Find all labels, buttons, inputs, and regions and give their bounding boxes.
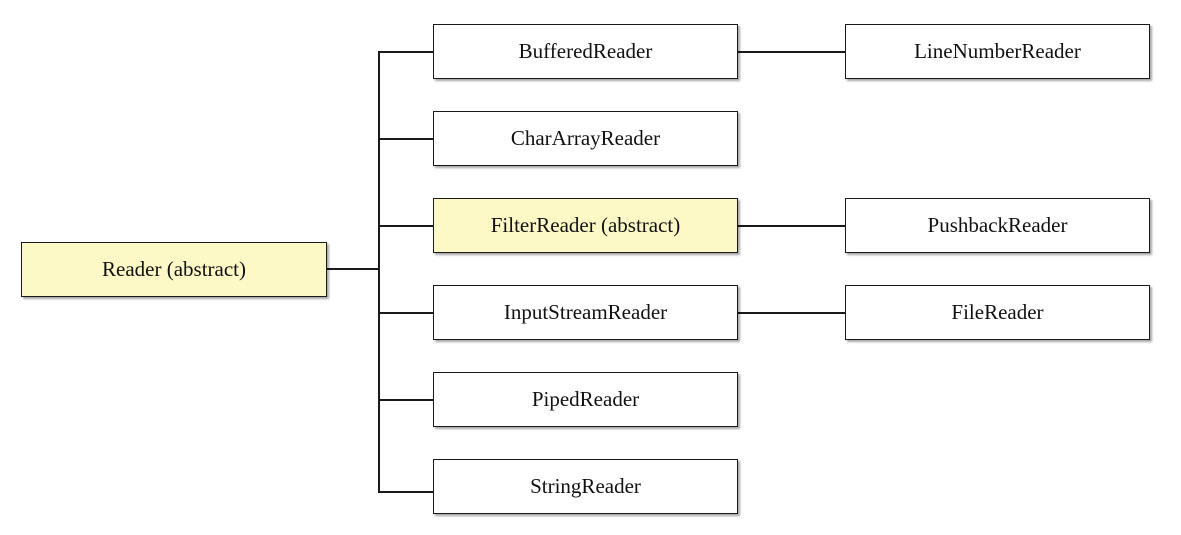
node-filereader: FileReader: [845, 285, 1150, 340]
node-filterreader: FilterReader (abstract): [433, 198, 738, 253]
connector-inputstreamreader: [378, 312, 433, 314]
connector-pushbackreader: [738, 225, 845, 227]
connector-filereader: [738, 312, 845, 314]
connector-pipedreader: [378, 399, 433, 401]
connector-chararrayreader: [378, 138, 433, 140]
connector-bufferedreader: [378, 51, 433, 53]
node-stringreader: StringReader: [433, 459, 738, 514]
node-bufferedreader: BufferedReader: [433, 24, 738, 79]
node-reader: Reader (abstract): [21, 242, 327, 297]
node-chararrayreader: CharArrayReader: [433, 111, 738, 166]
connector-root: [327, 268, 378, 270]
connector-linenumberreader: [738, 51, 845, 53]
connector-trunk: [378, 51, 380, 492]
node-pipedreader: PipedReader: [433, 372, 738, 427]
node-linenumberreader: LineNumberReader: [845, 24, 1150, 79]
connector-stringreader: [378, 491, 433, 493]
node-inputstreamreader: InputStreamReader: [433, 285, 738, 340]
connector-filterreader: [378, 225, 433, 227]
node-pushbackreader: PushbackReader: [845, 198, 1150, 253]
